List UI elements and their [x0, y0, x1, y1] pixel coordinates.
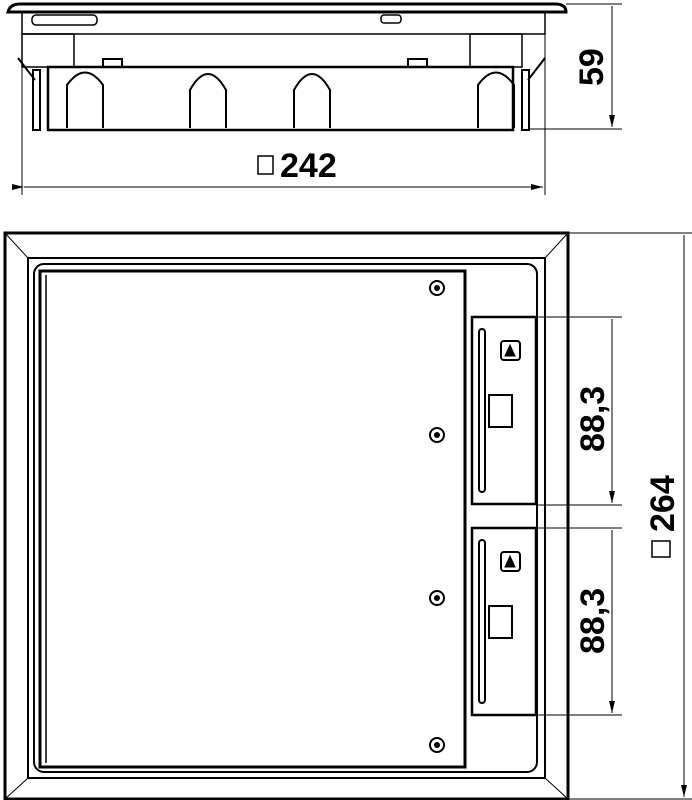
latch-right: [380, 14, 402, 24]
tabs: [102, 58, 428, 67]
frame-upper: [21, 11, 546, 35]
module-2-dimension-label: 88,3: [574, 588, 612, 654]
width-dimension-label: 242: [280, 147, 337, 185]
square-symbol: [257, 155, 274, 175]
side-view: 242 59: [6, 2, 622, 195]
module-1-dimension-label: 88,3: [574, 386, 612, 452]
lid-screws: [429, 280, 445, 753]
outer-dimension-label: 264: [644, 475, 682, 532]
outer-frame: [3, 231, 570, 800]
outlet-module-2: [470, 526, 538, 717]
body: [46, 65, 515, 132]
lid-top: [6, 2, 568, 14]
top-view: 88,3 88,3 264: [3, 231, 692, 800]
inner-frame: [27, 257, 546, 779]
latch-left: [31, 14, 98, 26]
square-symbol-outer: [651, 540, 671, 558]
outlet-module-1: [470, 315, 538, 506]
corner-right: [469, 33, 523, 68]
box-opening: [33, 263, 538, 773]
lid-panel: [38, 269, 467, 769]
height-dimension-label: 59: [573, 48, 611, 86]
cable-entries: [66, 71, 515, 128]
screws: [17, 57, 546, 131]
corner-left: [21, 33, 75, 68]
